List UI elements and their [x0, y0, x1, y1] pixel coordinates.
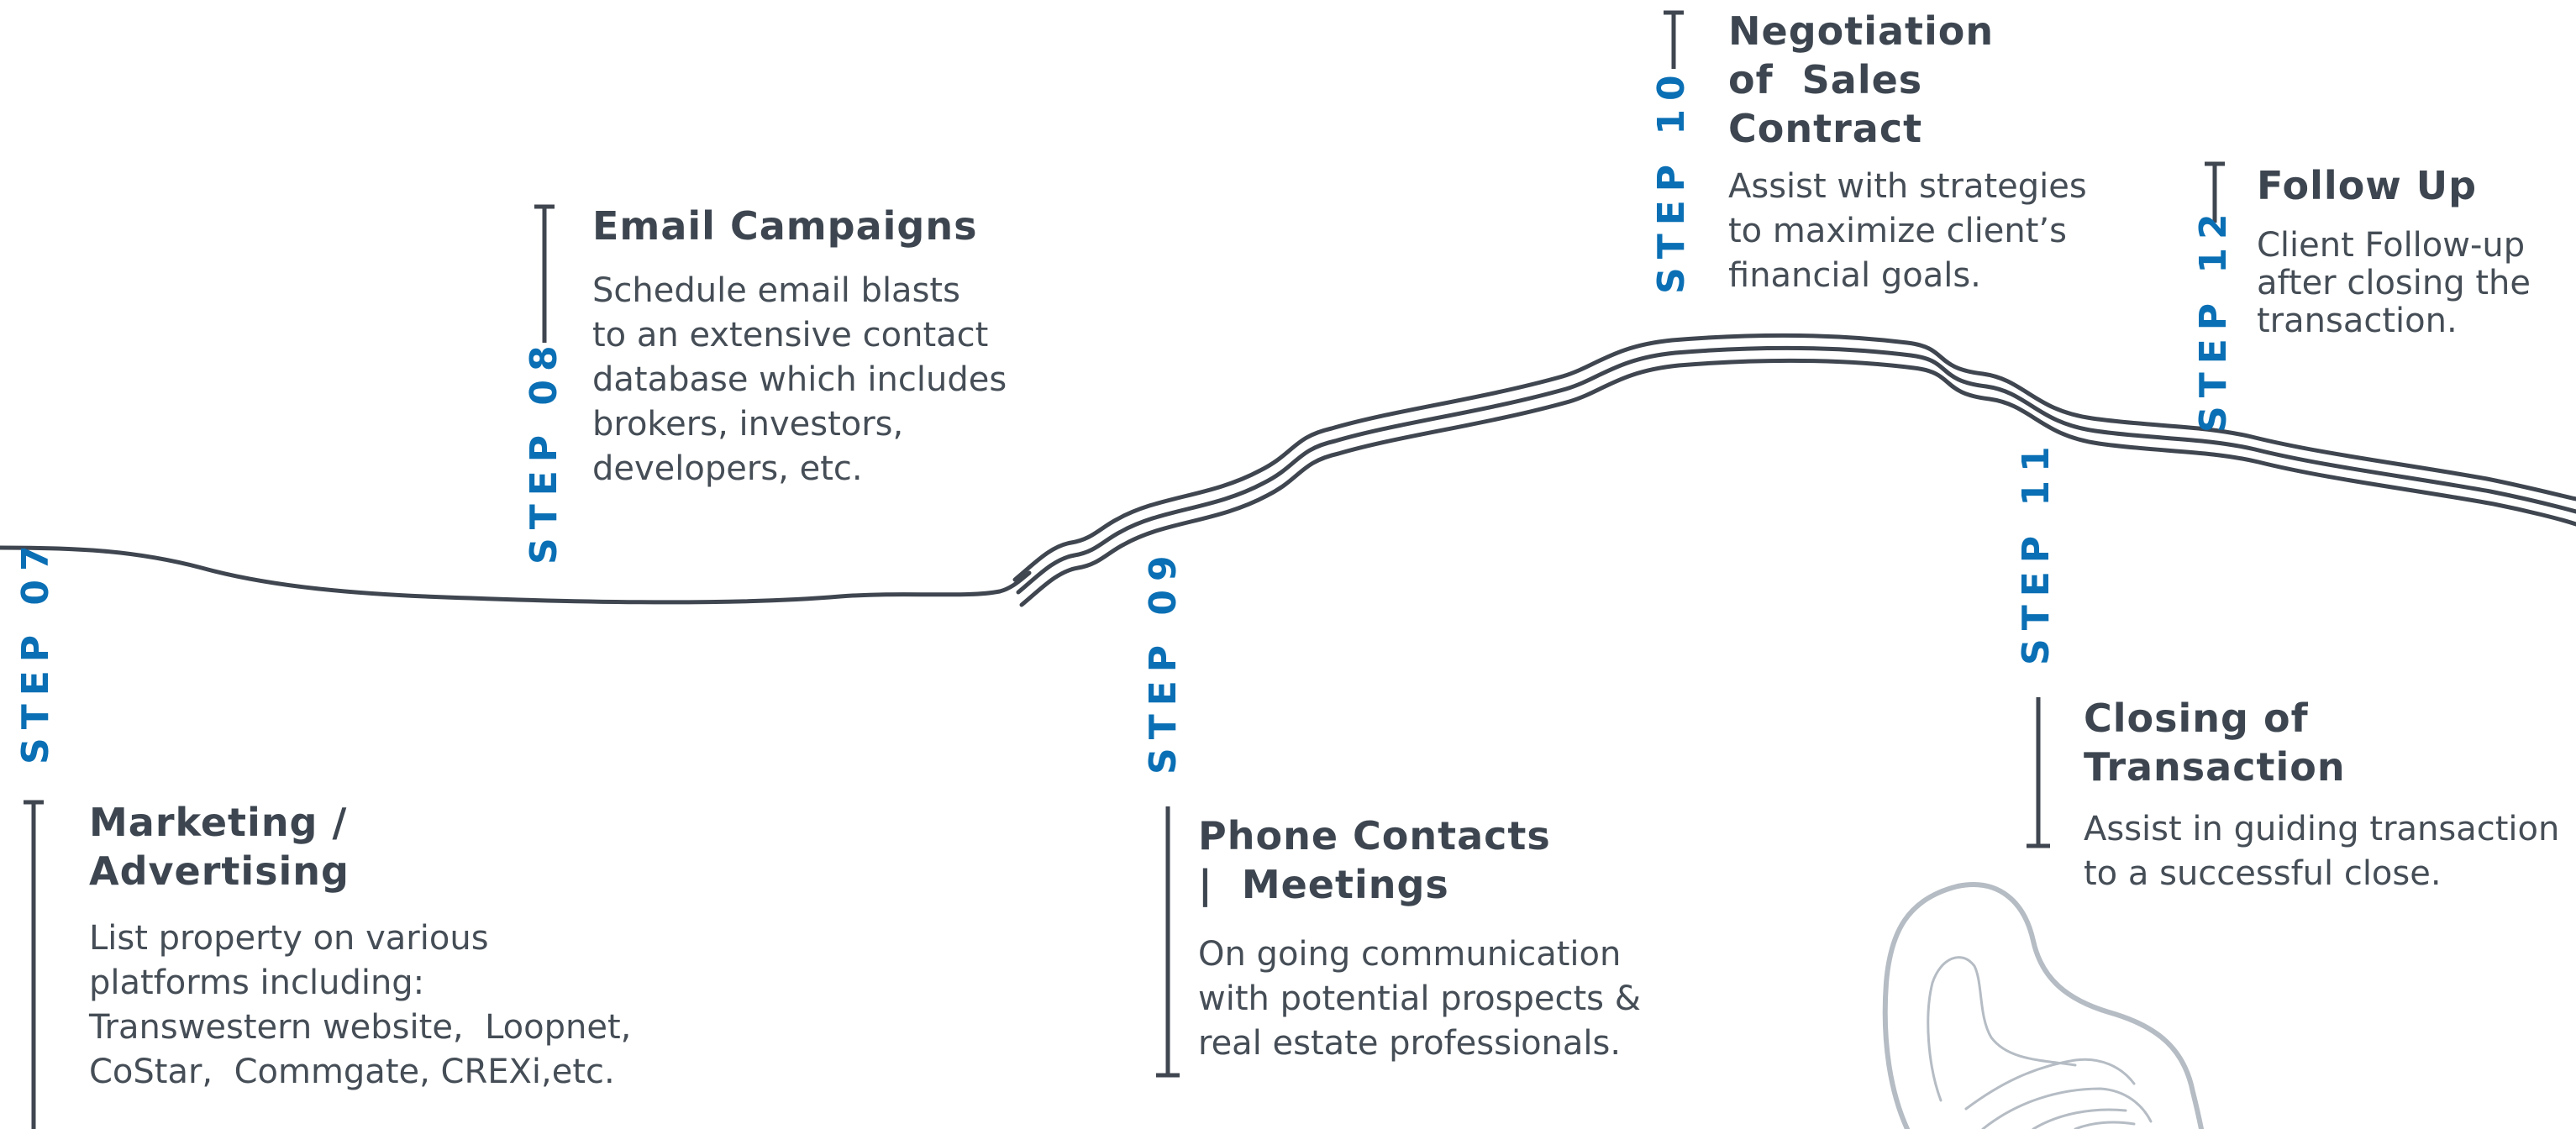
step-09-description: On going communication with potential pr… [1198, 935, 1641, 1063]
step-connectors [24, 10, 2225, 1129]
step-10-label: STEP 10 [1650, 66, 1693, 294]
step-10-title: Negotiation of Sales Contract [1728, 8, 1995, 151]
step-07-label: STEP 07 [14, 537, 57, 764]
step-12-connector [2205, 161, 2225, 223]
step-10-description: Assist with strategies to maximize clien… [1728, 167, 2087, 295]
step-09-title: Phone Contacts | Meetings [1198, 813, 1551, 907]
step-12-description: Client Follow-up after closing the trans… [2257, 226, 2531, 340]
terrain-contour-hill [1882, 882, 2204, 1129]
step-08-description: Schedule email blasts to an extensive co… [592, 271, 1007, 488]
step-12-label: STEP 12 [2192, 205, 2235, 433]
step-09-connector [1156, 806, 1180, 1078]
step-08-title: Email Campaigns [592, 203, 978, 249]
step-10-connector [1664, 10, 1684, 69]
road-triple-lines [1012, 333, 2576, 607]
step-12-title: Follow Up [2257, 163, 2478, 208]
step-07-title: Marketing / Advertising [89, 800, 350, 894]
road-single-line [0, 545, 1032, 605]
step-11-label: STEP 11 [2015, 438, 2058, 665]
step-11-connector [2027, 697, 2050, 848]
step-07-connector [24, 800, 44, 1129]
step-11-description: Assist in guiding transaction to a succe… [2084, 810, 2560, 893]
step-08-label: STEP 08 [523, 337, 565, 564]
step-11-title: Closing of Transaction [2084, 696, 2346, 790]
step-08-connector [534, 204, 555, 343]
step-09-label: STEP 09 [1142, 547, 1185, 775]
step-07-description: List property on various platforms inclu… [89, 919, 632, 1091]
